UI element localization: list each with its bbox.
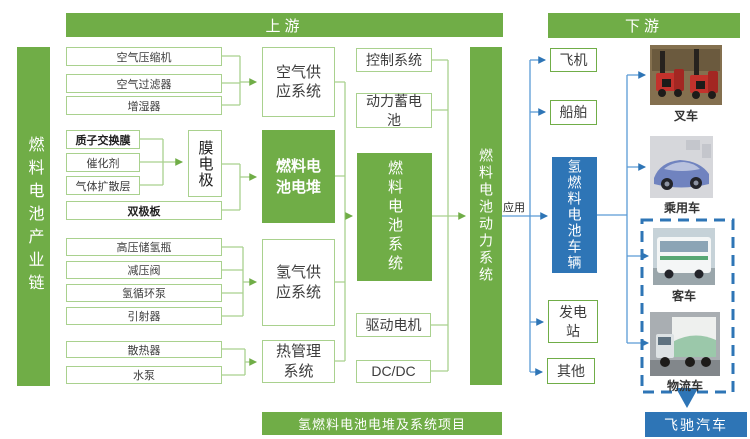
- box-dcdc-converter: DC/DC: [356, 360, 431, 383]
- box-label: 减压阀: [127, 265, 161, 277]
- box-power-station: 发电站: [548, 300, 598, 343]
- box-h2-circulation-pump: 氢循环泵: [66, 284, 222, 302]
- box-bipolar-plate: 双极板: [66, 201, 222, 220]
- box-water-pump: 水泵: [66, 366, 222, 384]
- box-aircraft: 飞机: [550, 48, 597, 72]
- box-drive-motor: 驱动电机: [356, 313, 431, 337]
- box-air-filter: 空气过滤器: [66, 74, 222, 93]
- project-bar: 氢燃料电池电堆及系统项目: [262, 412, 502, 435]
- box-label: 高压储氢瓶: [116, 242, 172, 254]
- industry-chain-bar: 燃料电池产业链: [17, 47, 50, 386]
- box-label: 控制系统: [366, 51, 422, 68]
- forklift-label: 叉车: [673, 109, 698, 123]
- box-label: 动力蓄电池: [366, 93, 422, 128]
- power-system-label: 燃料电池动力系统: [478, 148, 494, 284]
- box-label: 质子交换膜: [75, 134, 131, 147]
- box-control-system: 控制系统: [356, 48, 432, 72]
- box-gas-diffusion-layer: 气体扩散层: [66, 176, 140, 195]
- box-humidifier: 增湿器: [66, 96, 222, 115]
- box-proton-exchange-membrane: 质子交换膜: [66, 130, 140, 149]
- box-label: 燃料电池系统: [386, 160, 403, 274]
- box-h2-supply-system: 氢气供应系统: [262, 239, 335, 326]
- box-label: 驱动电机: [365, 316, 422, 333]
- box-label: 氢循环泵: [122, 288, 166, 300]
- box-ejector: 引射器: [66, 307, 222, 325]
- box-label: 燃料电池电堆: [275, 157, 321, 196]
- downstream-header-label: 下游: [624, 18, 663, 35]
- bus-photo: [653, 228, 715, 285]
- company-bar: 飞驰汽车: [645, 412, 747, 437]
- power-system-bar: 燃料电池动力系统: [470, 47, 502, 385]
- upstream-header-label: 上游: [265, 17, 304, 35]
- box-label: 热管理系统: [275, 343, 321, 380]
- sedan-photo: [650, 136, 713, 198]
- upstream-header: 上游: [66, 13, 503, 37]
- logistics-truck-photo: [650, 312, 720, 376]
- box-other: 其他: [547, 358, 595, 384]
- box-power-battery: 动力蓄电池: [356, 93, 432, 128]
- bus-label: 客车: [671, 289, 696, 303]
- box-label: DC/DC: [371, 363, 416, 380]
- box-membrane-electrode: 膜电极: [188, 130, 222, 197]
- box-label: 空气供应系统: [275, 63, 321, 101]
- box-label: 膜电极: [196, 139, 214, 188]
- box-label: 船舶: [559, 104, 588, 121]
- box-pressure-reducing-valve: 减压阀: [66, 261, 222, 279]
- box-label: 空气过滤器: [116, 78, 172, 91]
- company-label: 飞驰汽车: [664, 416, 728, 433]
- box-air-compressor: 空气压缩机: [66, 47, 222, 66]
- box-label: 其他: [557, 362, 585, 379]
- box-label: 增湿器: [127, 100, 161, 113]
- box-label: 飞机: [559, 51, 588, 68]
- box-ship: 船舶: [550, 100, 597, 125]
- downstream-header: 下游: [548, 13, 740, 38]
- box-h2-storage-bottle: 高压储氢瓶: [66, 238, 222, 256]
- sedan-label: 乘用车: [663, 201, 700, 215]
- box-label: 双极板: [127, 205, 161, 218]
- logistics-truck-label: 物流车: [666, 379, 703, 393]
- box-label: 发电站: [559, 304, 587, 339]
- box-h2-fuel-cell-vehicle: 氢燃料电池车辆: [552, 157, 597, 273]
- box-air-supply-system: 空气供应系统: [262, 47, 335, 117]
- box-label: 催化剂: [86, 157, 120, 170]
- box-label: 氢气供应系统: [275, 264, 321, 301]
- box-label: 散热器: [127, 344, 161, 357]
- box-fuel-cell-stack: 燃料电池电堆: [262, 130, 335, 223]
- industry-chain-label: 燃料电池产业链: [25, 136, 43, 297]
- box-label: 氢燃料电池车辆: [566, 159, 583, 271]
- box-label: 空气压缩机: [116, 51, 172, 64]
- box-label: 气体扩散层: [75, 180, 131, 193]
- box-fuel-cell-system: 燃料电池系统: [357, 153, 432, 281]
- apply-arrow-label: 应用: [503, 202, 525, 214]
- box-catalyst: 催化剂: [66, 153, 140, 172]
- project-label: 氢燃料电池电堆及系统项目: [297, 417, 466, 432]
- box-thermal-management-system: 热管理系统: [262, 340, 335, 383]
- box-radiator: 散热器: [66, 341, 222, 358]
- box-label: 引射器: [127, 311, 161, 323]
- forklift-photo: [650, 45, 722, 105]
- box-label: 水泵: [133, 370, 155, 382]
